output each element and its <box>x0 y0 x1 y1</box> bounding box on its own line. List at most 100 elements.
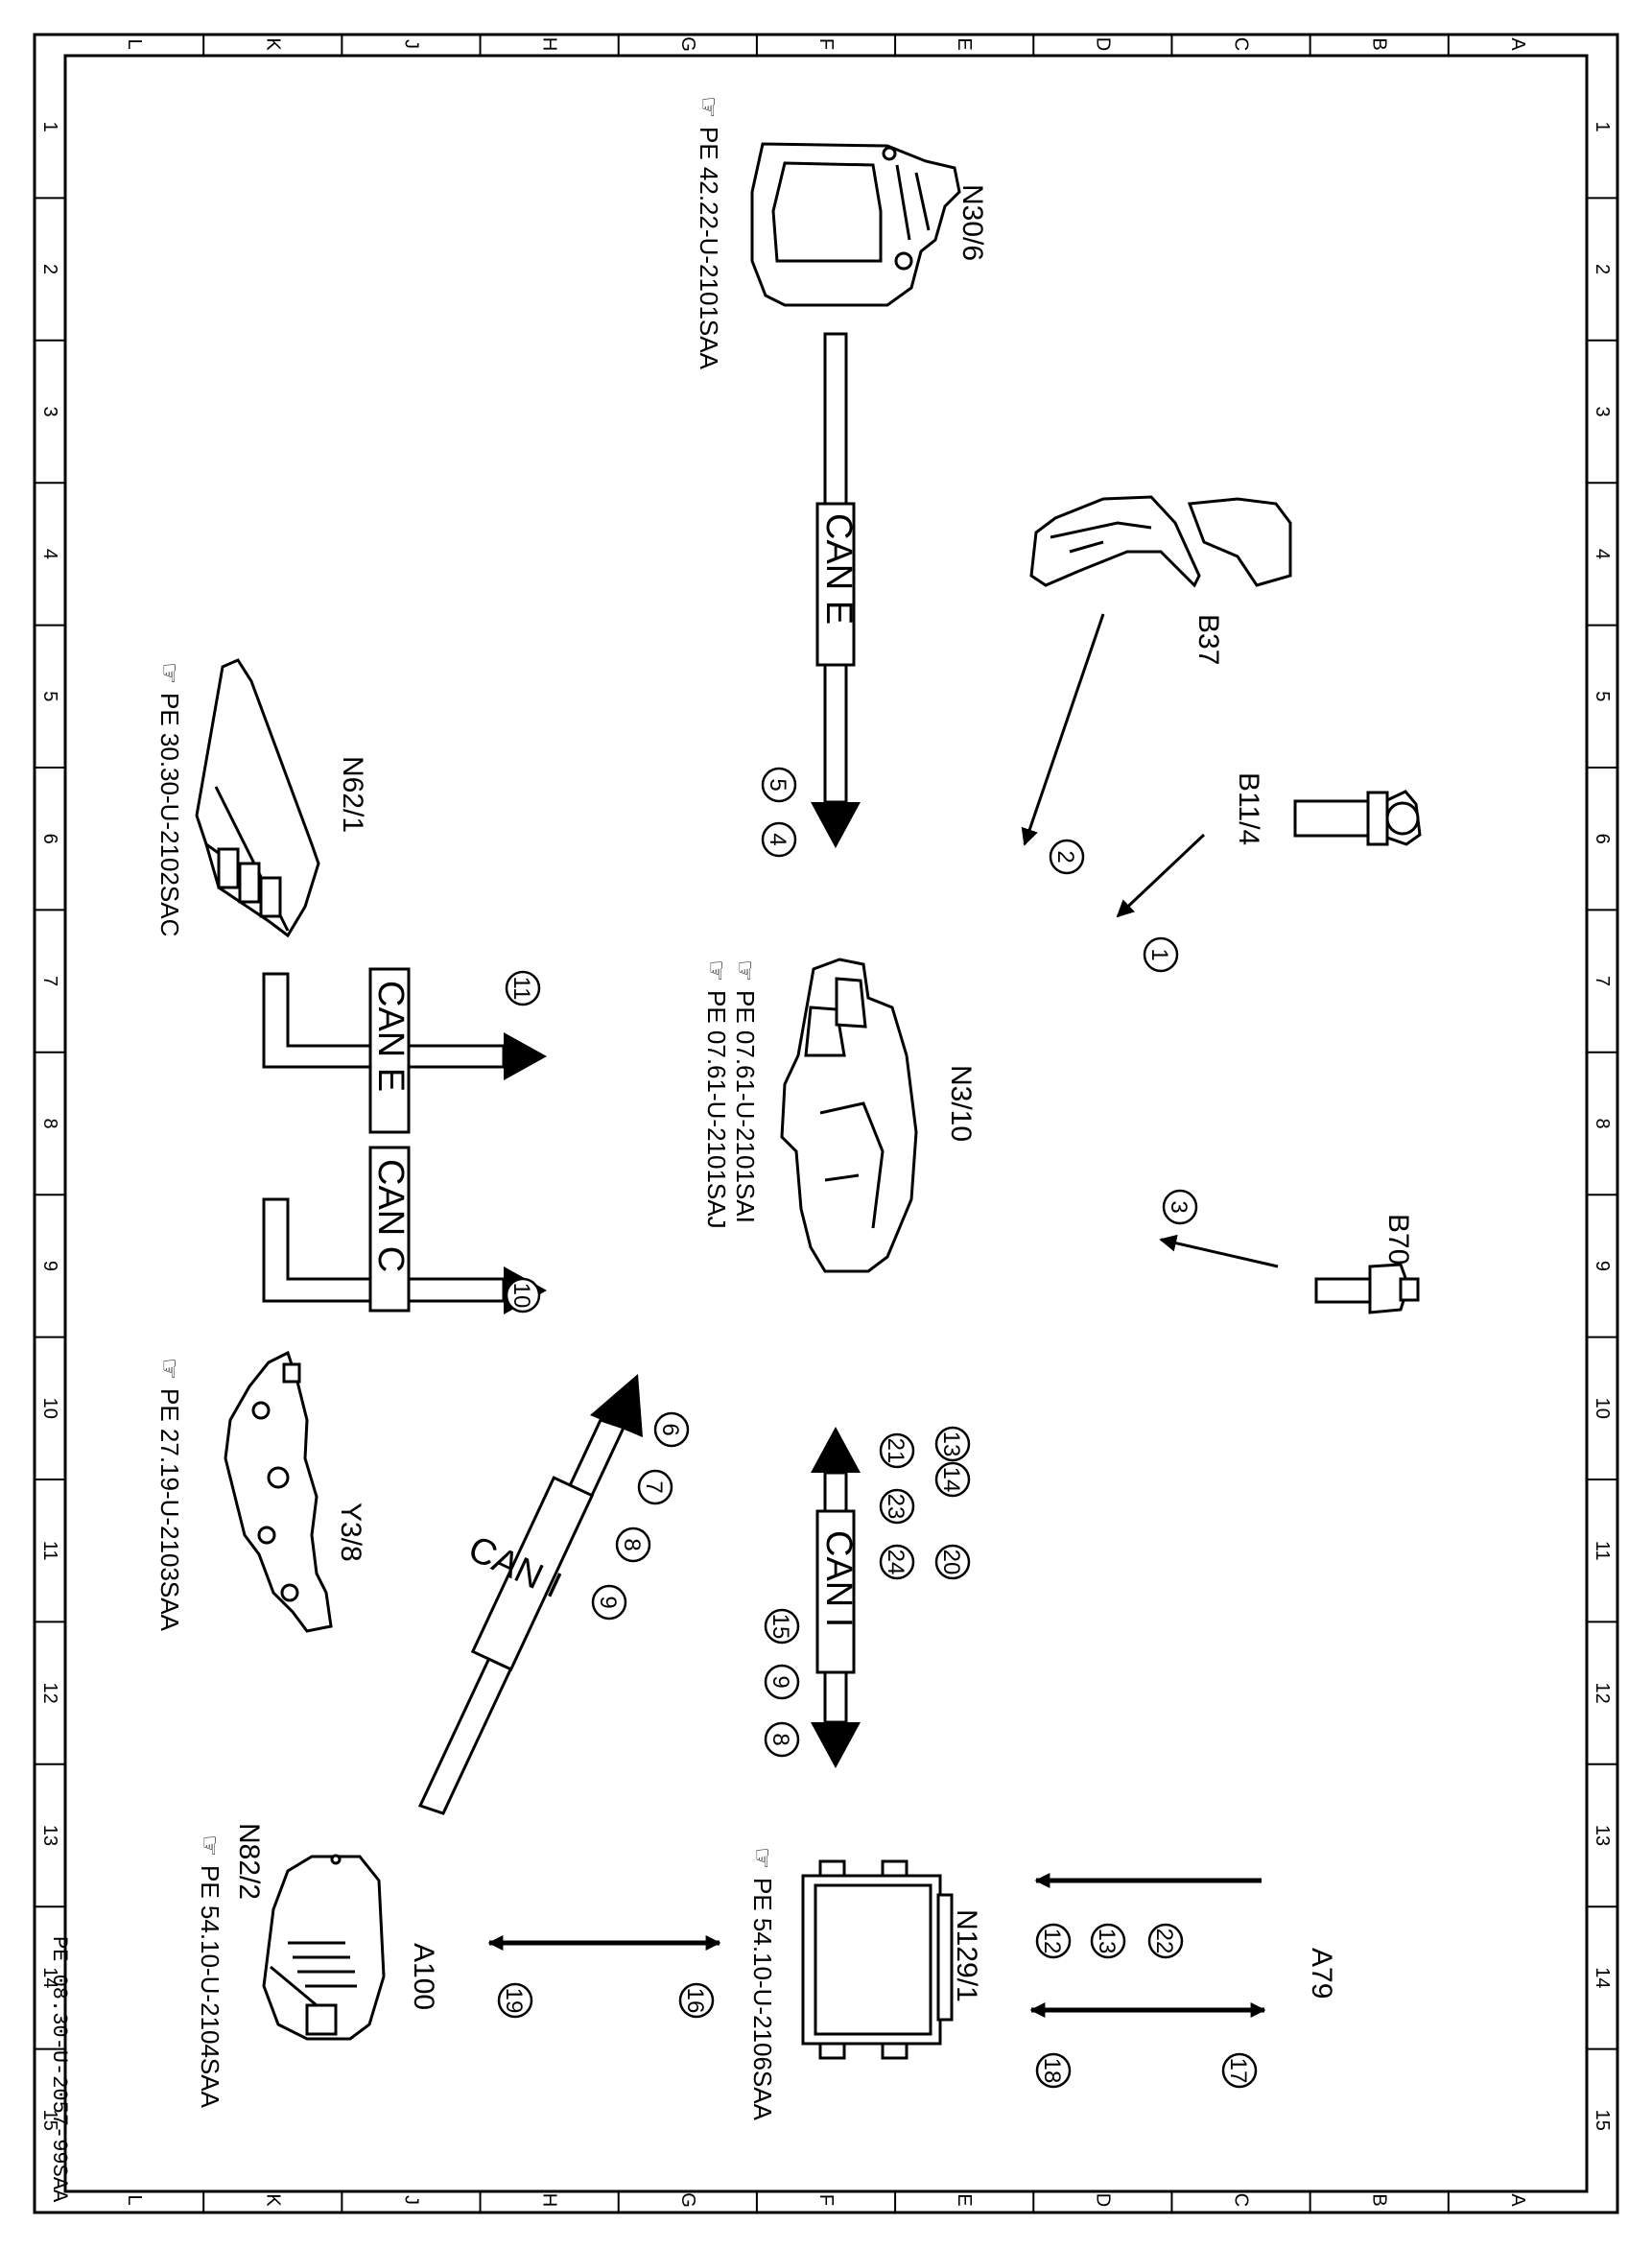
signal-number-17: 17 <box>1221 2052 1258 2089</box>
pointing-hand-icon: ☞ <box>731 959 760 982</box>
signal-number-2: 2 <box>1049 839 1085 875</box>
grid-column-label-bottom: A <box>1507 2193 1528 2207</box>
signal-arrow-b70 <box>1159 1234 1279 1268</box>
grid-row-label-left: 10 <box>39 1398 60 1419</box>
bus-can-e-horizontal: CAN E <box>262 967 547 1134</box>
grid-row-label-right: 9 <box>1592 1261 1613 1271</box>
grid-row-label-left: 2 <box>39 264 60 274</box>
pointing-hand-icon: ☞ <box>702 959 731 982</box>
b11-4-sensor <box>1293 790 1422 846</box>
svg-text:PE 54.10-U-2106SAA: PE 54.10-U-2106SAA <box>748 1878 777 2121</box>
n62-1-control-unit <box>195 658 320 938</box>
svg-text:2: 2 <box>1052 850 1078 863</box>
n30-6-label: N30/6 <box>956 184 988 261</box>
grid-column-label-bottom: C <box>1231 2193 1252 2207</box>
signal-arrow-b37 <box>1021 613 1105 846</box>
grid-column-label-top: A <box>1507 37 1528 51</box>
svg-text:22: 22 <box>1151 1929 1177 1954</box>
grid-column-label-bottom: H <box>539 2193 560 2207</box>
svg-text:6: 6 <box>657 1423 683 1435</box>
svg-text:20: 20 <box>938 1550 964 1575</box>
svg-text:PE 07.61-U-2101SAI: PE 07.61-U-2101SAI <box>731 990 760 1223</box>
grid-row-label-right: 15 <box>1592 2110 1613 2131</box>
svg-text:14: 14 <box>938 1467 964 1493</box>
grid-column-label-top: F <box>815 38 837 50</box>
svg-text:13: 13 <box>938 1432 964 1457</box>
grid-row-label-right: 1 <box>1592 122 1613 132</box>
y3-8-reference: ☞ PE 27.19-U-2103SAA <box>155 1358 184 1632</box>
signal-number-13: 13 <box>1090 1923 1126 1959</box>
grid-column-label-top: L <box>124 38 145 49</box>
svg-text:15: 15 <box>767 1614 793 1640</box>
signal-number-8: 8 <box>764 1721 800 1758</box>
grid-column-label-top: C <box>1231 37 1252 51</box>
svg-text:17: 17 <box>1225 2058 1251 2084</box>
svg-text:PE 07.61-U-2101SAJ: PE 07.61-U-2101SAJ <box>702 990 731 1229</box>
grid-row-label-right: 6 <box>1592 834 1613 844</box>
signal-number-14: 14 <box>934 1461 971 1498</box>
signal-number-19: 19 <box>497 1982 533 2019</box>
svg-text:19: 19 <box>501 1988 527 2014</box>
bus-can-i-vertical: CAN I <box>811 1427 861 1768</box>
y3-8-valve-body <box>224 1350 333 1633</box>
n62-1-label: N62/1 <box>337 756 368 833</box>
n129-1-reference: ☞ PE 54.10-U-2106SAA <box>748 1847 777 2121</box>
drawing-frame <box>33 33 1619 2214</box>
grid-row-label-right: 14 <box>1592 1967 1613 1988</box>
n82-2-label: N82/2 <box>233 1823 265 1900</box>
pointing-hand-icon: ☞ <box>695 96 723 118</box>
n129-1-control-unit <box>801 1859 954 2060</box>
n3-10-label: N3/10 <box>945 1065 977 1142</box>
grid-column-label-bottom: J <box>400 2195 421 2205</box>
svg-text:7: 7 <box>641 1480 667 1493</box>
svg-text:11: 11 <box>508 977 534 1001</box>
grid-row-label-left: 3 <box>39 406 60 416</box>
n82-2-reference: ☞ PE 54.10-U-2104SAA <box>196 1834 224 2109</box>
grid-column-label-bottom: E <box>954 2193 975 2206</box>
svg-text:13: 13 <box>1094 1929 1120 1954</box>
grid-row-label-right: 4 <box>1592 549 1613 559</box>
pointing-hand-icon: ☞ <box>155 662 184 684</box>
signal-number-20: 20 <box>934 1544 971 1580</box>
signal-number-16: 16 <box>678 1982 715 2019</box>
svg-text:8: 8 <box>619 1538 645 1550</box>
signal-number-21: 21 <box>879 1432 915 1469</box>
signal-number-9: 9 <box>591 1584 627 1621</box>
grid-row-label-left: 11 <box>39 1541 60 1561</box>
a79-label: A79 <box>1306 1948 1337 1999</box>
grid-row-label-left: 15 <box>39 2110 60 2131</box>
svg-text:PE 54.10-U-2104SAA: PE 54.10-U-2104SAA <box>196 1865 224 2109</box>
grid-column-label-top: J <box>400 39 421 49</box>
svg-text:PE 42.22-U-2101SAA: PE 42.22-U-2101SAA <box>695 127 723 370</box>
signal-number-12: 12 <box>1035 1923 1072 1959</box>
svg-text:24: 24 <box>883 1550 909 1575</box>
signal-number-4: 4 <box>761 821 797 858</box>
pointing-hand-icon: ☞ <box>155 1358 184 1380</box>
signal-number-7: 7 <box>637 1469 673 1505</box>
svg-text:PE 27.19-U-2103SAA: PE 27.19-U-2103SAA <box>155 1388 184 1632</box>
n3-10-reference-2: ☞ PE 07.61-U-2101SAJ <box>702 959 731 1229</box>
grid-row-label-right: 8 <box>1592 1118 1613 1128</box>
n129-1-label: N129/1 <box>951 1909 982 2002</box>
svg-text:16: 16 <box>682 1988 708 2014</box>
signal-number-6: 6 <box>653 1411 690 1448</box>
svg-text:18: 18 <box>1039 2058 1065 2084</box>
signal-arrow-b11-4 <box>1116 833 1206 918</box>
grid-row-label-right: 12 <box>1592 1682 1613 1703</box>
n30-6-control-unit <box>750 142 961 307</box>
b70-label: B70 <box>1382 1214 1414 1265</box>
grid-column-label-top: E <box>954 37 975 50</box>
n30-6-reference: ☞ PE 42.22-U-2101SAA <box>695 96 723 370</box>
signal-number-11: 11 <box>505 970 541 1006</box>
svg-text:9: 9 <box>595 1596 621 1608</box>
svg-text:10: 10 <box>508 1283 534 1309</box>
grid-column-label-top: H <box>539 37 560 51</box>
grid-row-label-left: 12 <box>39 1682 60 1703</box>
svg-text:21: 21 <box>883 1438 909 1464</box>
grid-column-label-bottom: G <box>677 2192 698 2208</box>
n62-1-reference: ☞ PE 30.30-U-2102SAC <box>155 662 184 936</box>
grid-column-label-bottom: D <box>1092 2193 1113 2207</box>
signal-number-9: 9 <box>764 1664 800 1700</box>
